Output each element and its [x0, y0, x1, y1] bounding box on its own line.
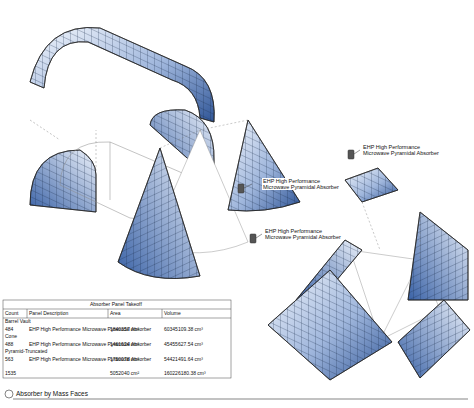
table-header: Count [5, 311, 18, 317]
table-total: 160226180.38 cm³ [164, 371, 206, 377]
table-cell: 1840357 cm² [110, 327, 139, 333]
table-cell: 45455627.54 cm³ [164, 342, 203, 348]
table-cell: 60345109.38 cm³ [164, 327, 203, 333]
table-cell: 563 [5, 357, 13, 363]
table-cell: 488 [5, 342, 13, 348]
callout-label: EHP High Performance Microwave Pyramidal… [264, 228, 344, 240]
table-header: Area [110, 311, 121, 317]
table-cell: 1750078 cm² [110, 357, 139, 363]
group-header: Pyramid-Truncated [5, 349, 47, 355]
table-total: 1535 [5, 371, 16, 377]
table-cell: 54421491.64 cm³ [164, 357, 203, 363]
callout-label: EHP High Performance Microwave Pyramidal… [362, 144, 442, 156]
table-cell: 484 [5, 327, 13, 333]
view-title: Absorber by Mass Faces [16, 390, 88, 397]
group-header: Cone [5, 334, 17, 340]
group-header: Barrel Vault [5, 319, 31, 325]
table-title: Absorber Panel Takeoff [90, 302, 142, 308]
table-cell: 1461624 cm² [110, 342, 139, 348]
callout-label: EHP High Performance Microwave Pyramidal… [262, 178, 342, 190]
table-total: 5052040 cm² [110, 371, 139, 377]
table-header: Panel Description [29, 311, 68, 317]
table-header: Volume [164, 311, 181, 317]
